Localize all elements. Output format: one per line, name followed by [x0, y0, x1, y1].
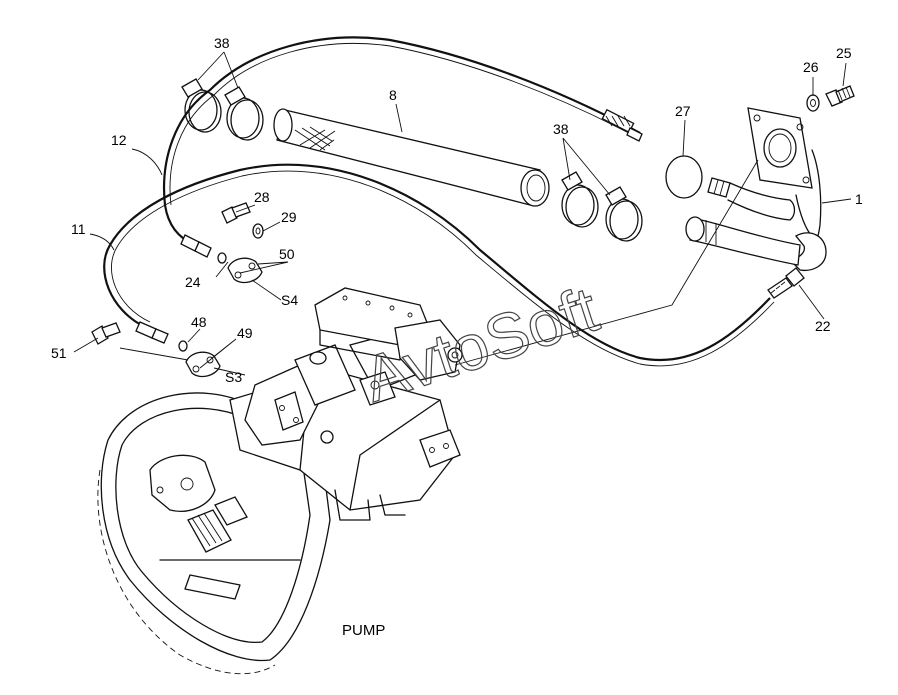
callout-29: 29	[281, 209, 297, 225]
hose-clamp-38-left-b	[224, 86, 264, 141]
hose-clamp-38-right-a	[561, 171, 599, 228]
callout-27: 27	[675, 103, 691, 119]
watermark-text: AvtoSoft	[355, 273, 606, 416]
diagram-caption: PUMP	[342, 622, 385, 639]
washer-26	[806, 94, 820, 112]
o-ring-24	[217, 252, 227, 264]
washer-29	[252, 223, 264, 239]
bolt-28	[221, 202, 251, 224]
bolt-51	[91, 322, 121, 345]
o-ring-48	[178, 340, 188, 352]
callout-S3: S3	[225, 369, 242, 385]
callout-51: 51	[51, 345, 67, 361]
callout-26: 26	[803, 59, 819, 75]
leader-lines	[73, 51, 852, 376]
hose-clamp-38-right-b	[605, 186, 643, 242]
hose-11	[103, 163, 775, 367]
pipe-assembly-1	[685, 107, 827, 272]
callout-12: 12	[111, 132, 127, 148]
callout-24: 24	[185, 274, 201, 290]
callout-50: 50	[279, 246, 295, 262]
callout-38-right: 38	[553, 121, 569, 137]
o-ring-27	[665, 155, 703, 199]
hose-8	[273, 108, 550, 207]
hose-fitting-22	[767, 267, 805, 299]
callout-1: 1	[855, 191, 863, 207]
callout-48: 48	[191, 314, 207, 330]
callout-38-left: 38	[214, 35, 230, 51]
callout-25: 25	[836, 45, 852, 61]
callout-22: 22	[815, 318, 831, 334]
callout-28: 28	[254, 189, 270, 205]
callout-11: 11	[71, 221, 86, 237]
callout-49: 49	[237, 325, 253, 341]
split-flange-50	[227, 257, 263, 284]
callout-8: 8	[389, 87, 397, 103]
callout-S4: S4	[281, 292, 298, 308]
bolt-25	[825, 85, 855, 107]
pump-body	[97, 287, 463, 675]
hose-clamp-38-left-a	[181, 78, 222, 133]
